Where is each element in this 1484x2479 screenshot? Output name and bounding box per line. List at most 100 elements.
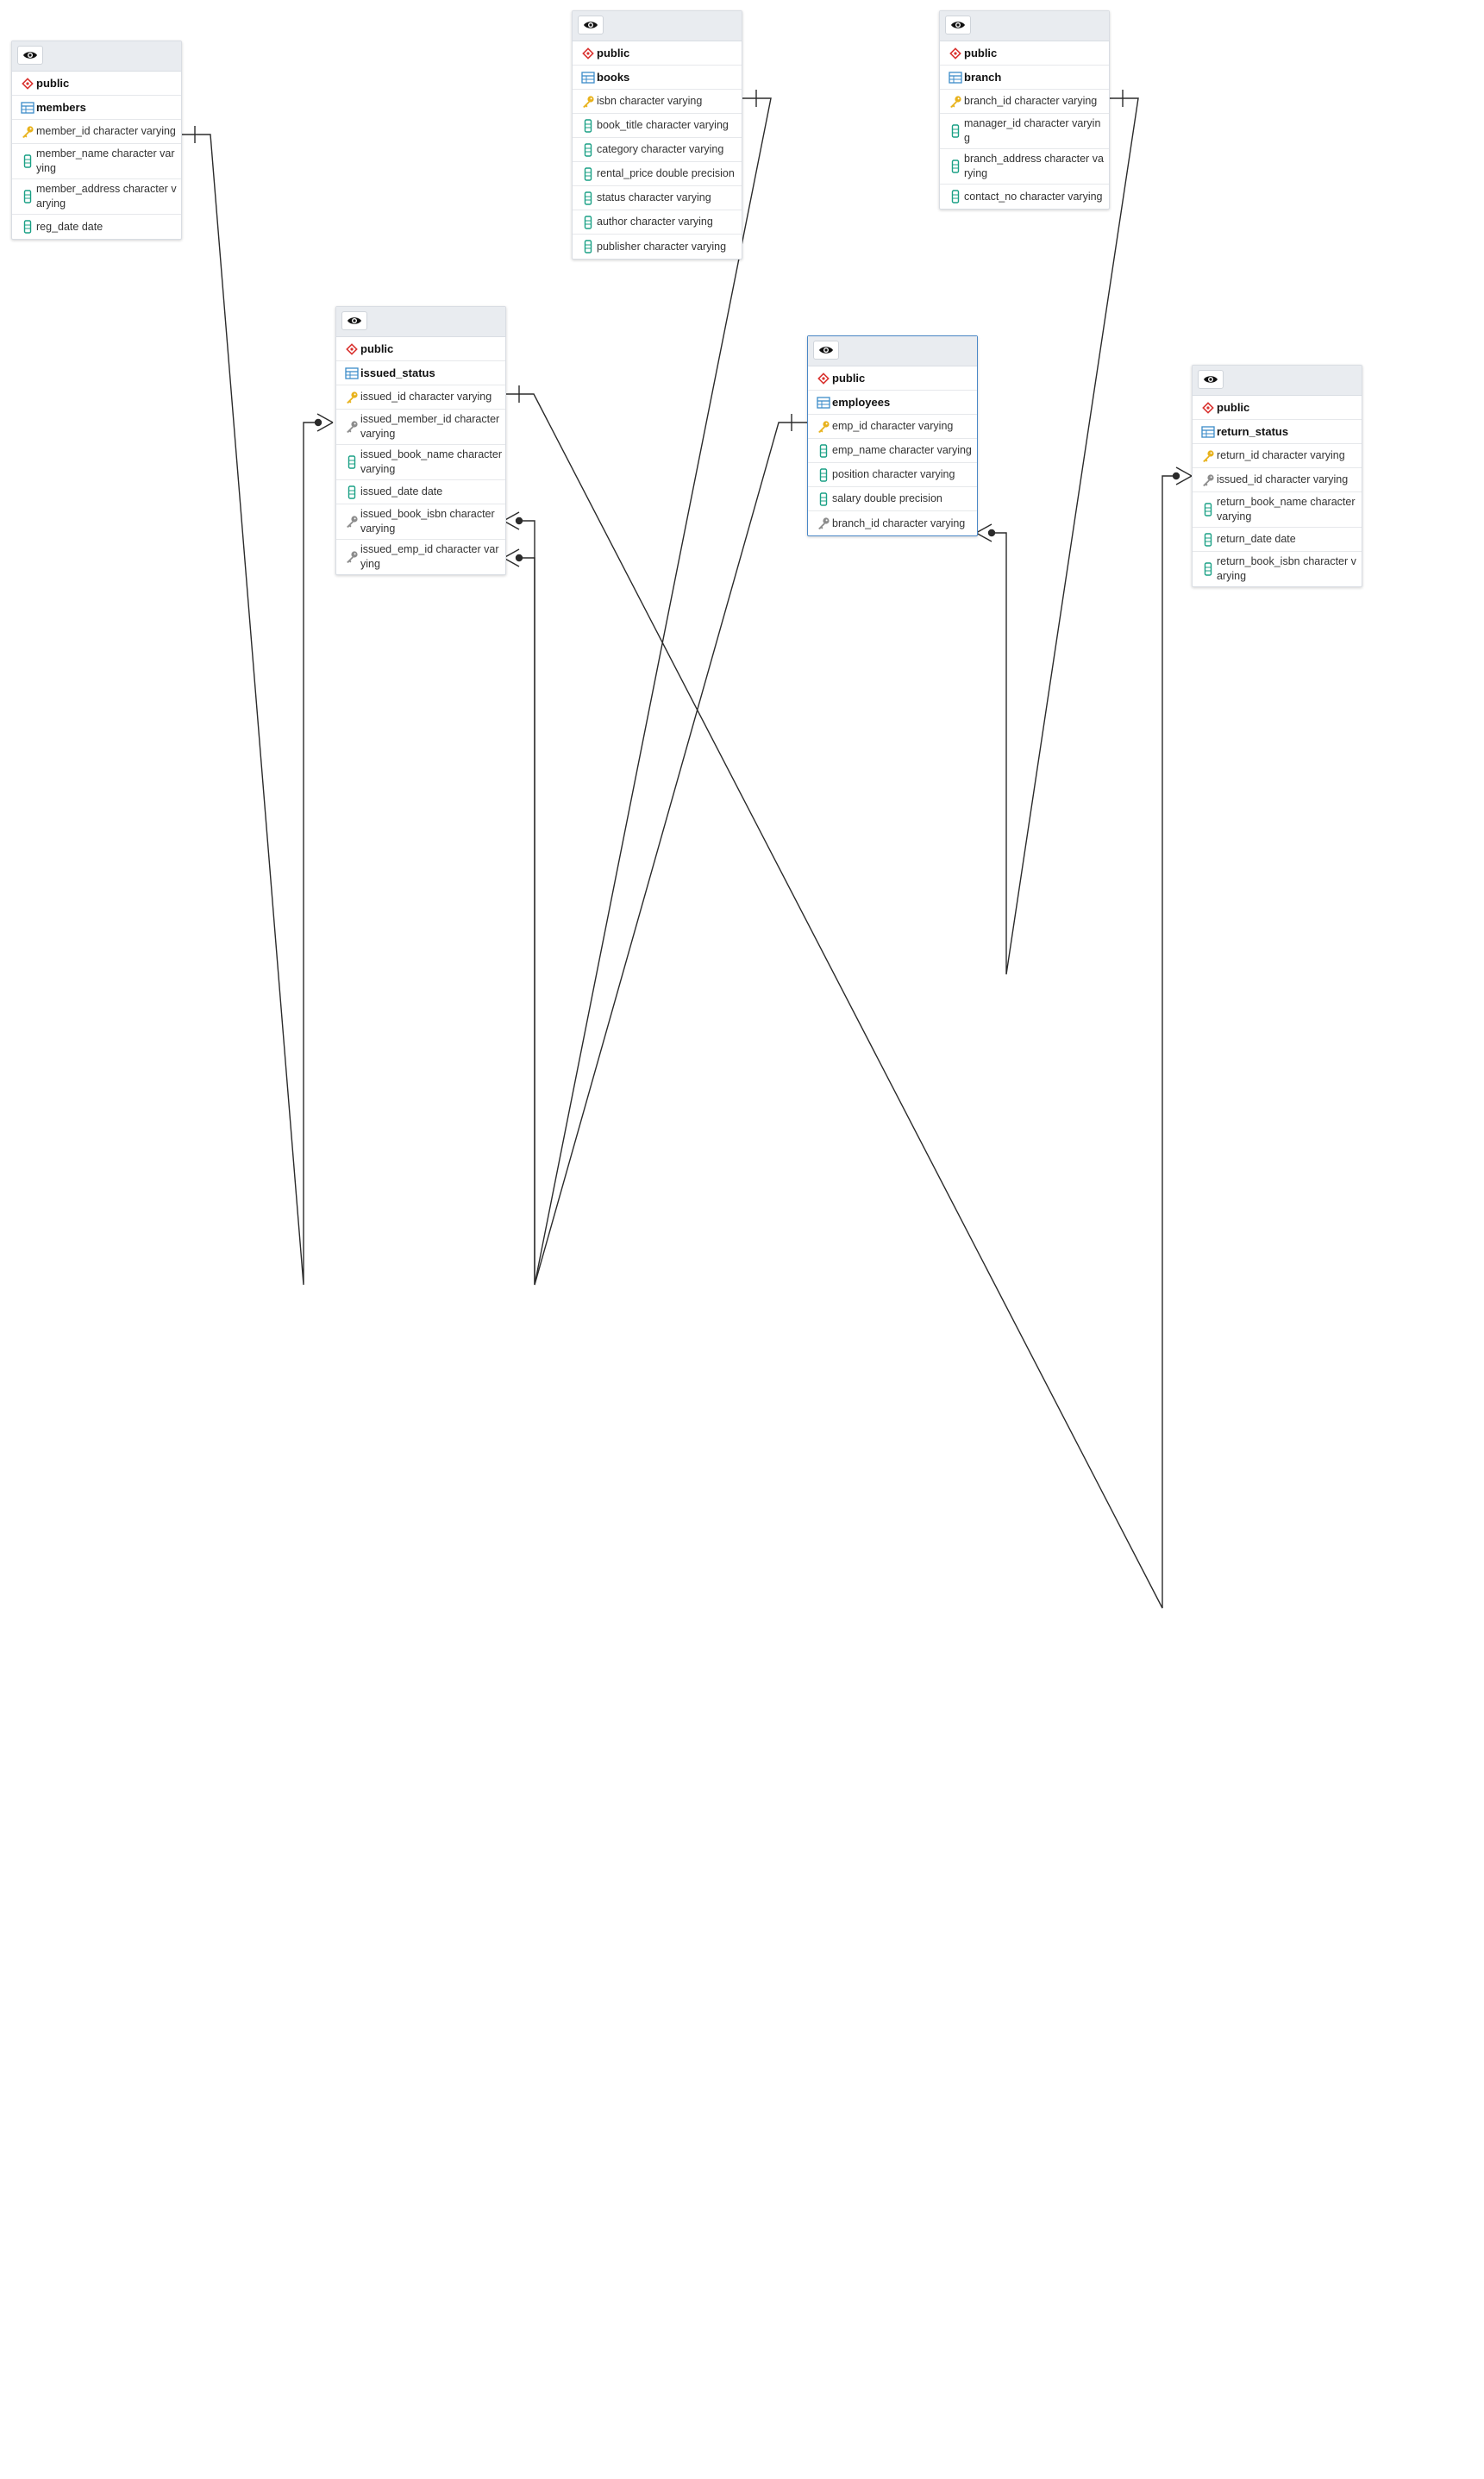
column-label: manager_id character varying (964, 117, 1101, 144)
column-label: emp_id character varying (832, 420, 954, 432)
table-header (573, 11, 742, 41)
column-row: return_date date (1193, 528, 1362, 552)
column-label: reg_date date (36, 220, 103, 233)
table-header (1193, 366, 1362, 396)
column-label: member_id character varying (36, 125, 176, 137)
column-label: issued_id character varying (360, 391, 492, 403)
table-icon (579, 71, 597, 84)
column-row: issued_id character varying (1193, 468, 1362, 492)
column-icon (1199, 532, 1217, 547)
table-header (808, 336, 977, 366)
eye-icon[interactable] (1198, 370, 1224, 389)
column-row: position character varying (808, 463, 977, 487)
table-return-status[interactable]: public return_status return_id character v… (1192, 365, 1362, 587)
column-label: member_address character varying (36, 183, 177, 210)
primary-key-icon (1199, 449, 1217, 463)
schema-icon (19, 77, 36, 90)
column-icon (579, 142, 597, 157)
link-members-issued-status (182, 126, 334, 1286)
column-icon (343, 485, 360, 499)
table-icon (1199, 425, 1217, 438)
table-icon (815, 396, 832, 409)
column-label: category character varying (597, 143, 724, 155)
schema-label: public (1217, 401, 1250, 414)
table-name-row: branch (940, 66, 1109, 90)
schema-icon (1199, 401, 1217, 414)
column-row: emp_name character varying (808, 439, 977, 463)
eye-icon[interactable] (578, 16, 604, 34)
schema-icon (815, 372, 832, 385)
column-label: issued_book_isbn character varying (360, 508, 495, 535)
primary-key-icon (343, 391, 360, 404)
primary-key-icon (19, 125, 36, 139)
column-icon (1199, 562, 1217, 576)
column-row: status character varying (573, 186, 742, 210)
foreign-key-icon (343, 550, 360, 564)
column-icon (815, 443, 832, 458)
column-row: member_name character varying (12, 144, 181, 179)
table-name-row: books (573, 66, 742, 90)
column-icon (579, 240, 597, 254)
table-name: books (597, 71, 630, 84)
column-label: return_book_name character varying (1217, 496, 1356, 523)
column-row: return_id character varying (1193, 444, 1362, 468)
column-row: category character varying (573, 138, 742, 162)
column-row: issued_book_isbn character varying (336, 504, 505, 540)
table-icon (19, 101, 36, 114)
column-label: branch_id character varying (964, 95, 1098, 107)
schema-icon (579, 47, 597, 59)
table-name-row: employees (808, 391, 977, 415)
column-label: author character varying (597, 216, 713, 228)
column-label: salary double precision (832, 492, 942, 504)
table-branch[interactable]: public branch branch_id character varying m… (939, 10, 1110, 210)
eye-icon[interactable] (17, 46, 43, 65)
primary-key-icon (815, 420, 832, 434)
table-header (336, 307, 505, 337)
schema-label: public (360, 342, 394, 355)
column-label: issued_date date (360, 485, 443, 498)
schema-icon (343, 342, 360, 355)
table-name: employees (832, 396, 891, 409)
column-label: branch_id character varying (832, 516, 966, 529)
column-icon (947, 160, 964, 173)
schema-row: public (940, 41, 1109, 66)
column-label: issued_book_name character varying (360, 448, 502, 475)
eye-icon[interactable] (945, 16, 971, 34)
column-row: salary double precision (808, 487, 977, 511)
eye-icon[interactable] (341, 311, 367, 330)
table-name: return_status (1217, 425, 1289, 438)
column-icon (19, 154, 36, 168)
table-name-row: issued_status (336, 361, 505, 385)
column-label: emp_name character varying (832, 444, 972, 456)
column-label: issued_member_id character varying (360, 413, 500, 440)
column-icon (343, 455, 360, 469)
table-name: branch (964, 71, 1002, 84)
column-label: position character varying (832, 468, 955, 480)
column-row: return_book_isbn character varying (1193, 552, 1362, 586)
table-header (940, 11, 1109, 41)
column-label: return_date date (1217, 533, 1296, 545)
column-label: isbn character varying (597, 95, 703, 107)
column-icon (579, 191, 597, 205)
column-label: return_id character varying (1217, 449, 1345, 461)
column-row: rental_price double precision (573, 162, 742, 186)
column-icon (815, 467, 832, 482)
schema-label: public (597, 47, 630, 59)
column-label: status character varying (597, 191, 711, 203)
schema-icon (947, 47, 964, 59)
column-icon (947, 124, 964, 138)
eye-icon[interactable] (813, 341, 839, 360)
table-issued-status[interactable]: public issued_status issued_id character v… (335, 306, 506, 575)
link-issued-status-return-status (505, 385, 1193, 1609)
table-employees[interactable]: public employees emp_id character varying e… (807, 335, 978, 536)
column-label: publisher character varying (597, 240, 727, 253)
table-icon (947, 71, 964, 84)
column-row: publisher character varying (573, 235, 742, 259)
column-row: issued_emp_id character varying (336, 540, 505, 574)
column-row: isbn character varying (573, 90, 742, 114)
column-icon (1199, 503, 1217, 516)
schema-label: public (832, 372, 866, 385)
